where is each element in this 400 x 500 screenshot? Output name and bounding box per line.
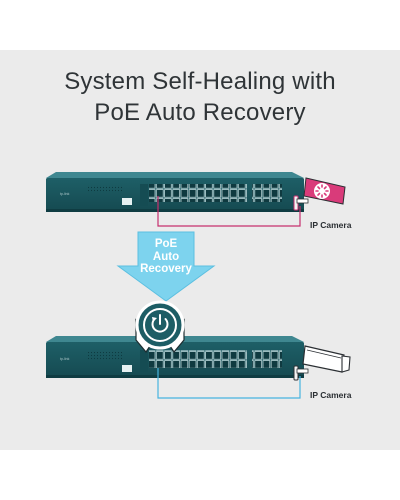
title-line-2: PoE Auto Recovery xyxy=(94,99,306,126)
recovery-arrow-icon xyxy=(116,231,216,302)
bottom-switch-ports xyxy=(149,350,247,368)
top-switch-sfp-ports xyxy=(252,184,282,202)
healthy-link-line xyxy=(157,368,301,399)
camera-fault-icon xyxy=(293,177,346,211)
top-switch-vent xyxy=(88,185,122,193)
top-switch-lid xyxy=(46,172,304,178)
power-restart-icon xyxy=(135,300,185,354)
camera-icon xyxy=(293,345,351,381)
title-line-1: System Self-Healing with xyxy=(64,68,336,95)
arrow-label-line-1: PoE xyxy=(154,238,178,250)
fault-link-line xyxy=(157,196,301,227)
top-switch xyxy=(46,172,304,212)
bottom-switch-console-port xyxy=(122,365,132,372)
top-switch-console-port xyxy=(122,198,132,205)
bottom-switch xyxy=(46,336,304,378)
top-camera-label: IP Camera xyxy=(310,220,352,230)
diagram-title: System Self-Healing with PoE Auto Recove… xyxy=(0,66,400,128)
top-switch-brand: tp-link xyxy=(60,192,70,196)
bottom-camera-label: IP Camera xyxy=(310,390,352,400)
arrow-label-line-2: Auto xyxy=(152,250,180,263)
bottom-switch-sfp-ports xyxy=(252,350,282,368)
bottom-switch-brand: tp-link xyxy=(60,357,70,361)
recovery-arrow-label: PoE Auto Recovery xyxy=(116,238,216,276)
bottom-switch-vent xyxy=(88,352,122,360)
arrow-label-line-3: Recovery xyxy=(140,263,192,275)
diagram-background xyxy=(0,50,400,450)
top-switch-ports xyxy=(149,184,247,202)
